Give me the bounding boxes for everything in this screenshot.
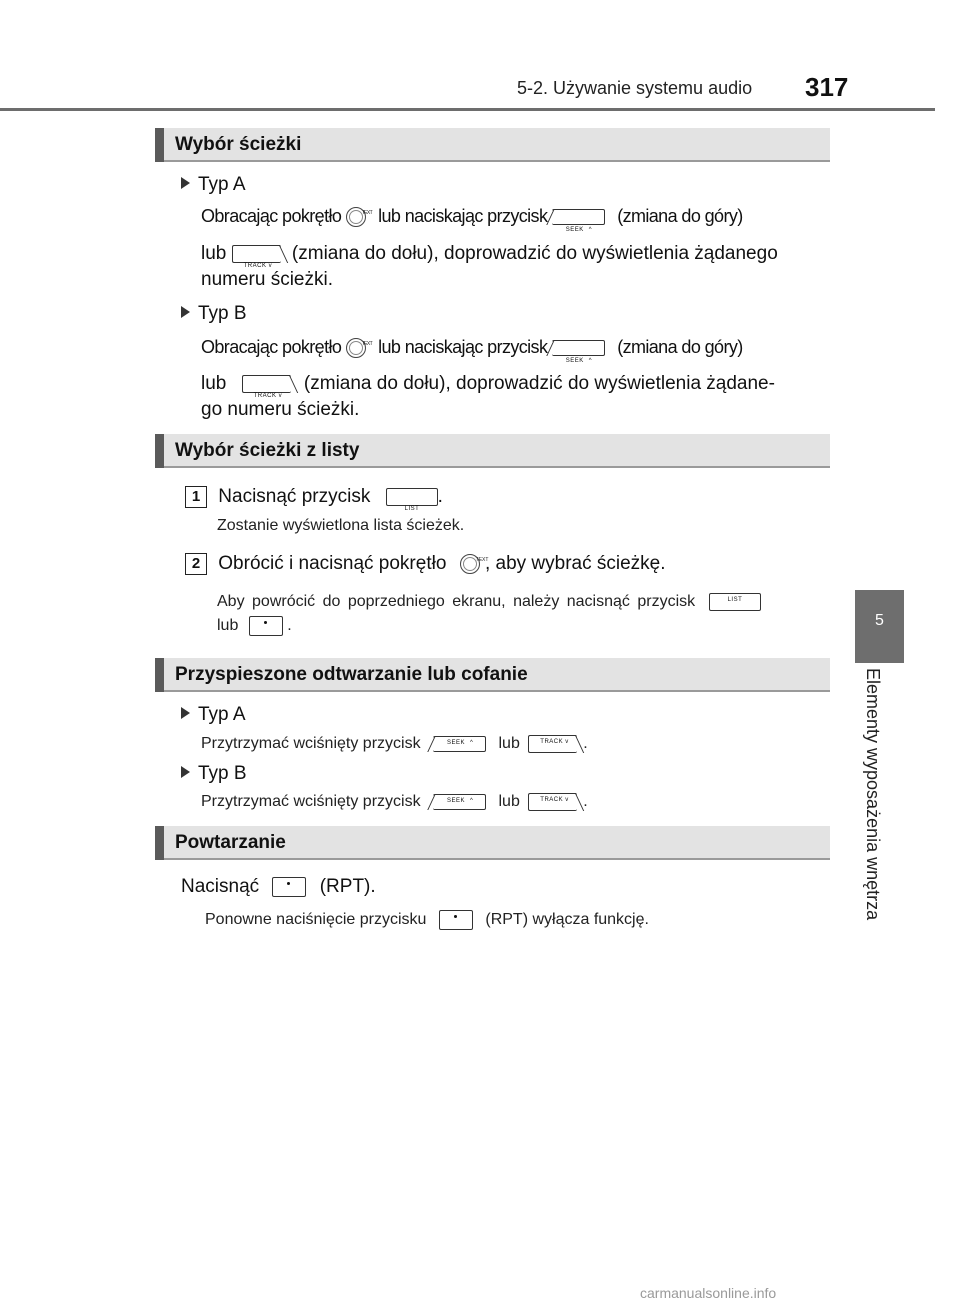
rpt-button-icon: [438, 910, 473, 930]
s3-b-line: Przytrzymać wciśnięty przycisk SEEK^ lub…: [201, 793, 588, 811]
list-button-icon: LIST: [708, 593, 761, 611]
type-a-label: Typ A: [181, 704, 246, 726]
section-header-fast-forward: Przyspieszone odtwarzanie lub cofanie: [155, 658, 830, 692]
step-number-2: 2: [185, 552, 207, 575]
step-2-note-line2: lub .: [217, 616, 292, 636]
section-title: Wybór ścieżki: [175, 134, 302, 155]
triangle-bullet-icon: [181, 177, 190, 189]
s1-a-line3: numeru ścieżki.: [201, 269, 333, 290]
section-header-track-list: Wybór ścieżki z listy: [155, 434, 830, 468]
step-number-1: 1: [185, 485, 207, 508]
text-knob-icon: TEXT: [459, 553, 488, 574]
chapter-tab: [855, 590, 904, 663]
s4-note: Ponowne naciśnięcie przycisku (RPT) wyłą…: [205, 910, 649, 930]
s1-b-line3: go numeru ścieżki.: [201, 399, 360, 420]
s1-b-line1: Obracając pokrętło TEXT lub naciskając p…: [201, 337, 743, 365]
s3-a-line: Przytrzymać wciśnięty przycisk SEEK^ lub…: [201, 735, 588, 753]
type-b-label: Typ B: [181, 763, 247, 785]
seek-button-icon: SEEK^: [433, 736, 487, 752]
chapter-number: 5: [875, 612, 884, 629]
rpt-button-icon: [248, 616, 283, 636]
page-number: 317: [805, 72, 849, 102]
step-2: 2 Obrócić i nacisnąć pokrętło TEXT , aby…: [185, 547, 666, 581]
section-title: Przyspieszone odtwarzanie lub cofanie: [175, 664, 528, 685]
s4-line: Nacisnąć (RPT).: [181, 876, 376, 897]
step-2-note-line1: Aby powrócić do poprzedniego ekranu, nal…: [217, 593, 829, 611]
section-title: Wybór ścieżki z listy: [175, 440, 360, 461]
seek-button-icon: SEEK^: [551, 340, 605, 364]
triangle-bullet-icon: [181, 707, 190, 719]
type-a-label: Typ A: [181, 174, 246, 196]
s1-a-line1: Obracając pokrętło TEXT lub naciskając p…: [201, 206, 743, 234]
seek-button-icon: SEEK^: [551, 209, 605, 233]
watermark: carmanualsonline.info: [640, 1285, 777, 1301]
chapter-label-container: Elementy wyposażenia wnętrza: [862, 668, 892, 948]
text-knob-icon: TEXT: [345, 338, 373, 359]
seek-button-icon: SEEK^: [433, 794, 487, 810]
section-header-track-select: Wybór ścieżki: [155, 128, 830, 162]
triangle-bullet-icon: [181, 766, 190, 778]
triangle-bullet-icon: [181, 306, 190, 318]
step-1: 1 Nacisnąć przycisk LIST.: [185, 480, 443, 514]
header-section-title: 5-2. Używanie systemu audio: [517, 78, 753, 98]
list-button-icon: LIST: [385, 487, 438, 512]
section-title: Powtarzanie: [175, 832, 286, 853]
text-knob-icon: TEXT: [345, 207, 373, 228]
section-header-repeat: Powtarzanie: [155, 826, 830, 860]
rpt-button-icon: [272, 876, 307, 897]
header-rule: [0, 108, 935, 111]
step-1-note: Zostanie wyświetlona lista ścieżek.: [217, 517, 465, 534]
type-b-label: Typ B: [181, 303, 247, 325]
chapter-label: Elementy wyposażenia wnętrza: [863, 668, 883, 921]
